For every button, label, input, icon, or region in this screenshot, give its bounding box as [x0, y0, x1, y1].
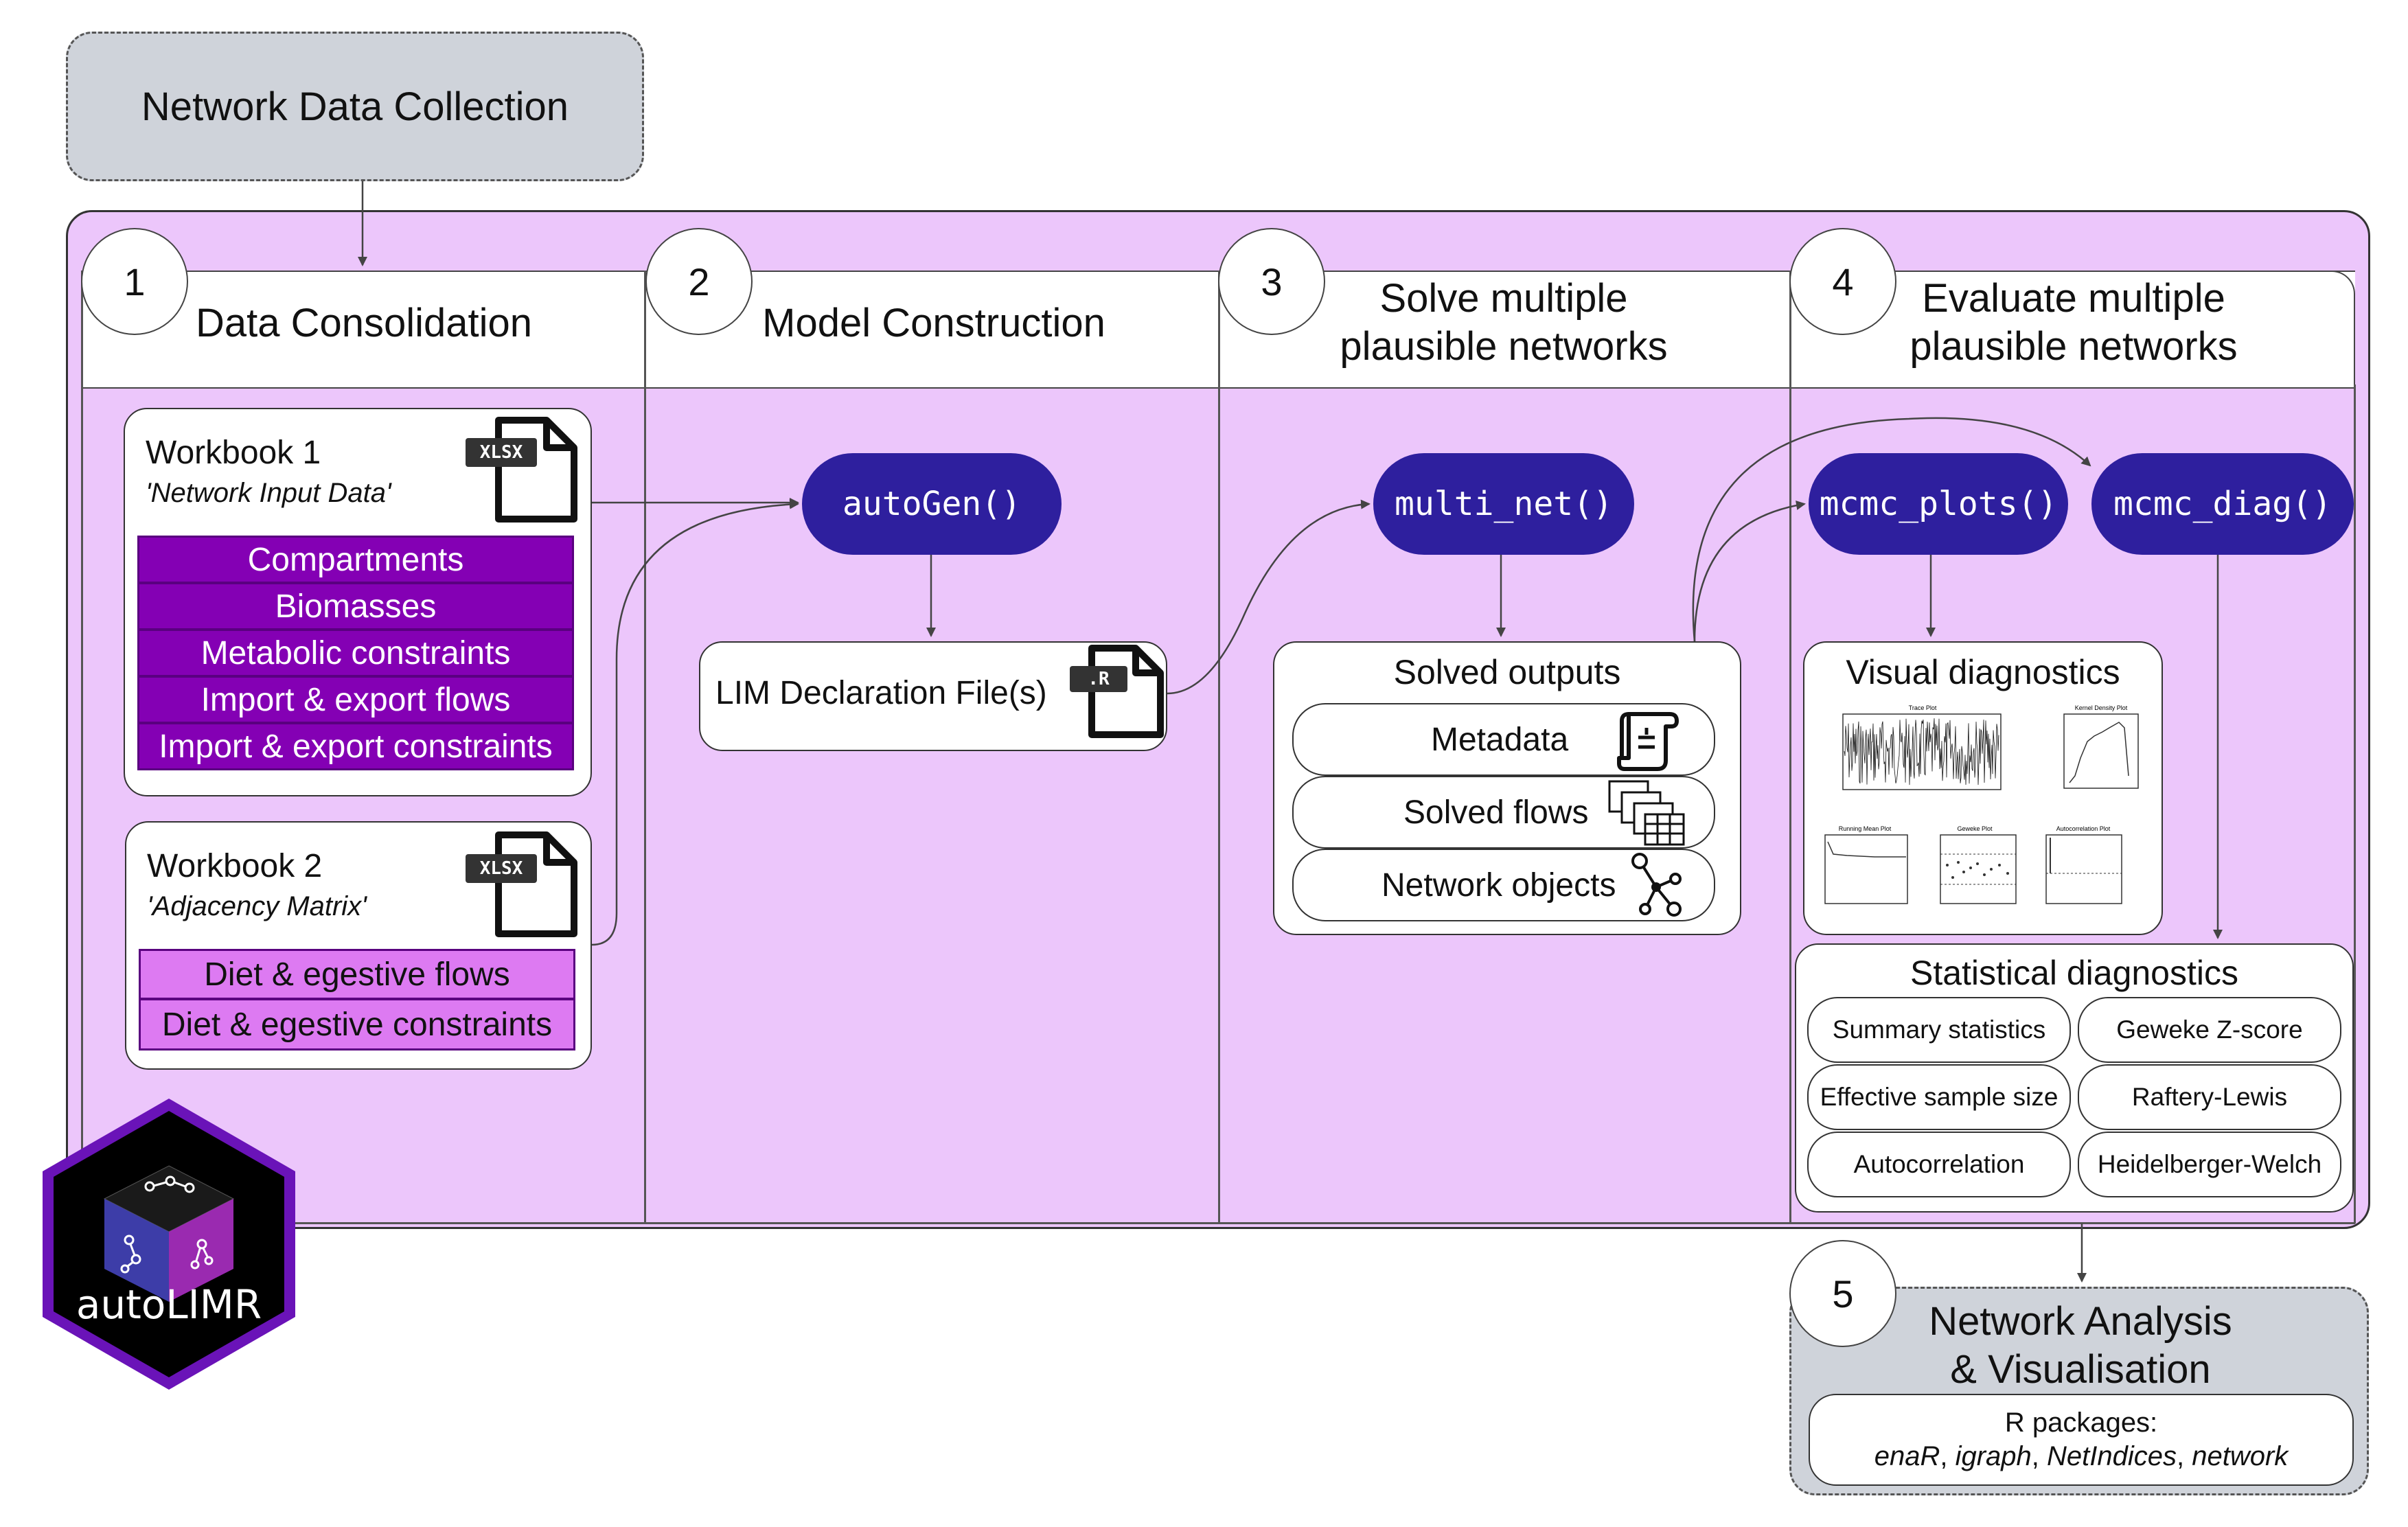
workbook-2-subtitle: 'Adjacency Matrix' [147, 891, 367, 921]
xlsx-badge: XLSX [466, 438, 537, 467]
mcmc-diag-function-pill[interactable]: mcmc_diag() [2091, 453, 2354, 555]
table-stack-icon [1608, 779, 1685, 847]
column-divider-1-2 [644, 271, 646, 1224]
statistical-diagnostics-title: Statistical diagnostics [1910, 954, 2238, 992]
step-5-title-line1: Network Analysis [1929, 1299, 2232, 1344]
workbook-1-subtitle: 'Network Input Data' [146, 478, 391, 508]
xlsx-file-icon [464, 416, 581, 526]
step-3-number: 3 [1261, 260, 1283, 303]
step-1-number: 1 [124, 260, 146, 303]
network-graph-icon [1629, 851, 1684, 917]
workbook-1-row-import-export-constraints: Import & export constraints [137, 722, 574, 770]
step-5-circle: 5 [1789, 1240, 1896, 1347]
r-file-icon [1064, 644, 1167, 740]
package-enar: enaR [1874, 1441, 1940, 1471]
panel-bottom-line [81, 1222, 2355, 1224]
geweke-plot-title: Geweke Plot [1957, 825, 1993, 832]
column-divider-2-3 [1218, 271, 1220, 1224]
trace-plot-noise [1844, 718, 1999, 785]
xlsx-badge: XLSX [466, 854, 537, 883]
package-igraph: igraph [1955, 1441, 2032, 1471]
package-separator: , [2031, 1441, 2047, 1471]
r-packages-label: R packages: [2004, 1408, 2158, 1438]
r-badge: .R [1070, 666, 1127, 692]
package-separator: , [2176, 1441, 2192, 1471]
workbook-1-row-metabolic-constraints: Metabolic constraints [137, 629, 574, 677]
solved-flows-label: Solved flows [1403, 794, 1589, 831]
lim-declaration-label: LIM Declaration File(s) [715, 675, 1047, 711]
running-mean-plot-title: Running Mean Plot [1839, 825, 1892, 832]
column-divider-right-edge [2354, 384, 2356, 1224]
diag-geweke-z-score: Geweke Z-score [2078, 997, 2341, 1063]
autolimr-logo [40, 1096, 298, 1392]
mcmc-plots-function-pill[interactable]: mcmc_plots() [1809, 453, 2068, 555]
step-3-title-line2: plausible networks [1340, 324, 1668, 369]
step-2-title: Model Construction [762, 301, 1105, 345]
visual-diagnostics-title: Visual diagnostics [1846, 653, 2120, 691]
workbook-1-title: Workbook 1 [146, 435, 321, 471]
step-3-title: Solve multiple plausible networks [1257, 275, 1751, 371]
workbook-1-row-compartments: Compartments [137, 536, 574, 584]
scroll-document-icon [1615, 707, 1681, 773]
network-data-collection-title: Network Data Collection [141, 84, 569, 129]
r-packages-list: enaR, igraph, NetIndices, network [1810, 1441, 2352, 1472]
trace-plot-line [1844, 718, 1999, 785]
step-3-title-line1: Solve multiple [1379, 276, 1628, 321]
workbook-1-row-import-export-flows: Import & export flows [137, 676, 574, 724]
step-2-number: 2 [688, 260, 710, 303]
autolimr-logo-text: autoLIMR [76, 1281, 262, 1328]
solved-outputs-title: Solved outputs [1393, 653, 1621, 691]
step-4-title-line1: Evaluate multiple [1922, 276, 2225, 321]
step-3-circle: 3 [1218, 228, 1325, 335]
column-divider-left-edge [81, 271, 83, 1224]
package-network: network [2192, 1441, 2289, 1471]
kernel-density-plot-title: Kernel Density Plot [2075, 704, 2128, 711]
step-4-number: 4 [1832, 260, 1854, 303]
step-1-circle: 1 [81, 228, 188, 335]
step-4-circle: 4 [1789, 228, 1896, 335]
header-strip-corner [2266, 271, 2355, 389]
network-objects-label: Network objects [1381, 866, 1616, 904]
step-2-circle: 2 [645, 228, 753, 335]
workbook-2-row-diet-egestive-constraints: Diet & egestive constraints [139, 998, 575, 1050]
metadata-label: Metadata [1431, 721, 1569, 758]
multi-net-function-pill[interactable]: multi_net() [1373, 453, 1634, 555]
step-5-title: Network Analysis & Visualisation [1840, 1298, 2321, 1394]
autocorrelation-plot-title: Autocorrelation Plot [2056, 825, 2111, 832]
workbook-2-title: Workbook 2 [147, 848, 323, 884]
xlsx-file-icon [464, 831, 581, 941]
step-1-title: Data Consolidation [195, 301, 533, 345]
diag-effective-sample-size: Effective sample size [1807, 1064, 2071, 1130]
diag-heidelberger-welch: Heidelberger-Welch [2078, 1132, 2341, 1197]
package-netindices: NetIndices [2047, 1441, 2177, 1471]
trace-plot-title: Trace Plot [1909, 704, 1937, 711]
diag-summary-statistics: Summary statistics [1807, 997, 2071, 1063]
workbook-2-row-diet-egestive-flows: Diet & egestive flows [139, 949, 575, 1000]
step-5-number: 5 [1832, 1272, 1854, 1316]
package-separator: , [1940, 1441, 1956, 1471]
network-data-collection-box: Network Data Collection [66, 32, 644, 181]
autogen-function-pill[interactable]: autoGen() [802, 453, 1062, 555]
r-packages-card: R packages: enaR, igraph, NetIndices, ne… [1809, 1394, 2354, 1486]
workbook-1-row-biomasses: Biomasses [137, 582, 574, 630]
step-5-title-line2: & Visualisation [1950, 1347, 2211, 1392]
diag-raftery-lewis: Raftery-Lewis [2078, 1064, 2341, 1130]
column-divider-3-4 [1789, 271, 1791, 1224]
visual-diagnostics-thumbnails: Trace Plot Kernel Density Plot Running M… [1806, 700, 2160, 927]
step-4-title: Evaluate multiple plausible networks [1826, 275, 2321, 371]
step-4-title-line2: plausible networks [1910, 324, 2238, 369]
diag-autocorrelation: Autocorrelation [1807, 1132, 2071, 1197]
